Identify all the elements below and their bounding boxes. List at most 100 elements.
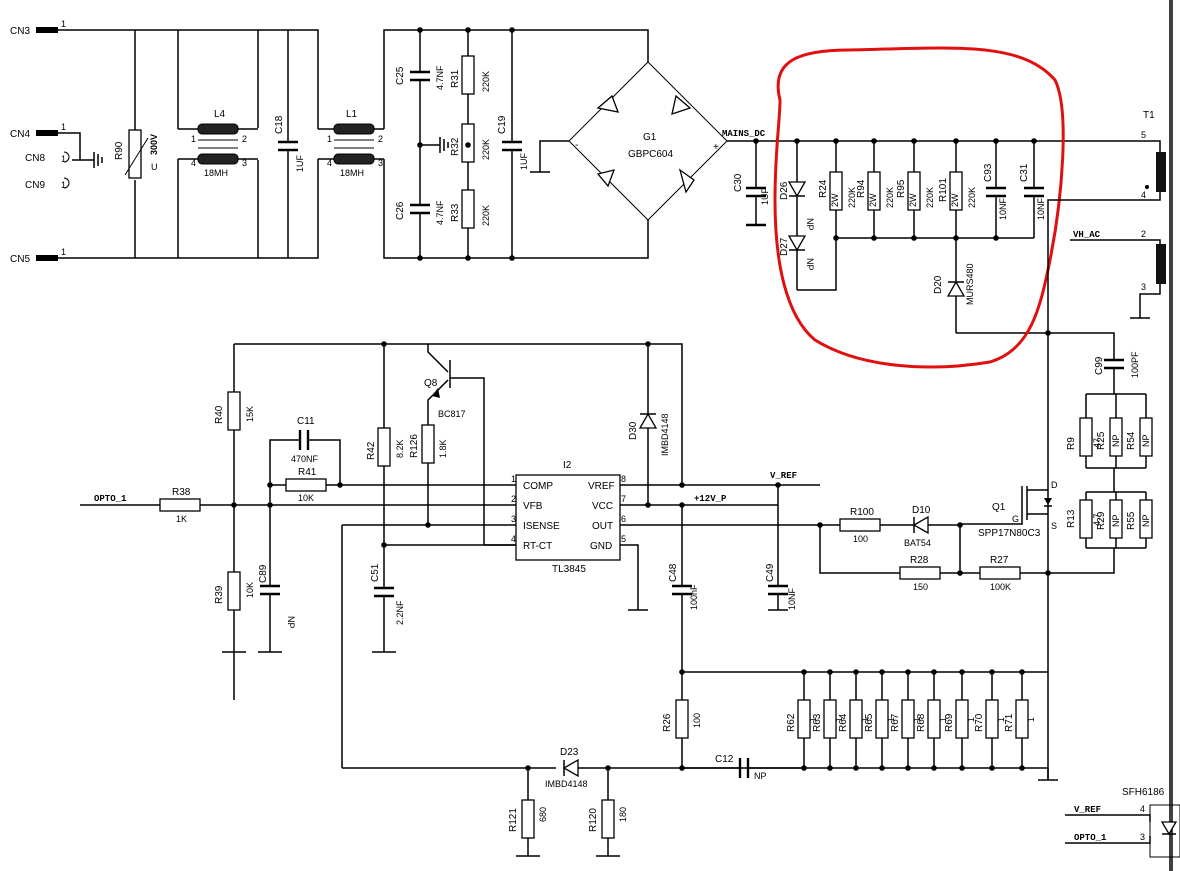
svg-text:G1: G1	[643, 132, 657, 143]
resistor-r29: R29 NP	[1096, 499, 1123, 539]
svg-text:+: +	[713, 142, 719, 153]
svg-text:18MH: 18MH	[340, 168, 364, 178]
svg-text:C26: C26	[395, 201, 406, 220]
capacitor-c18: C18 1UF	[274, 115, 305, 172]
svg-text:R38: R38	[172, 487, 191, 498]
resistor-r13: R13 4.7	[1066, 499, 1102, 539]
bridge-rectifier-g1: G1 GBPC604 - +	[568, 61, 728, 221]
svg-text:D: D	[1051, 480, 1058, 490]
svg-text:1: 1	[808, 717, 818, 722]
svg-text:10NF: 10NF	[1036, 197, 1046, 220]
resistor-r38: R38 1K	[159, 487, 201, 524]
svg-text:220K: 220K	[481, 205, 491, 226]
svg-text:1: 1	[886, 717, 896, 722]
svg-text:4.7NF: 4.7NF	[435, 65, 445, 90]
svg-text:GBPC604: GBPC604	[628, 149, 673, 160]
svg-text:100K: 100K	[990, 582, 1011, 592]
svg-text:5: 5	[621, 534, 626, 544]
net-label-vh-ac: VH_AC	[1073, 230, 1101, 240]
svg-text:1: 1	[966, 717, 976, 722]
svg-text:6: 6	[621, 514, 626, 524]
net-label-opto-1: OPTO_1	[94, 494, 127, 504]
svg-text:1: 1	[511, 474, 516, 484]
capacitor-c11: C11 470NF	[291, 416, 319, 464]
svg-text:4.7: 4.7	[1092, 513, 1102, 526]
svg-text:CN5: CN5	[10, 254, 30, 265]
svg-text:D10: D10	[912, 505, 931, 516]
capacitor-c31: C31 10NF	[1019, 163, 1046, 220]
svg-text:8.2K: 8.2K	[395, 439, 405, 458]
svg-text:2: 2	[242, 134, 247, 144]
svg-text:47: 47	[1092, 438, 1102, 448]
net-label-vref: V_REF	[770, 471, 797, 481]
svg-text:2W: 2W	[950, 193, 960, 207]
svg-text:1: 1	[912, 717, 922, 722]
svg-text:C18: C18	[274, 115, 285, 134]
svg-text:3: 3	[1140, 832, 1145, 842]
optocoupler-sfh6186: SFH6186 4 3 V_REF OPTO_1	[1065, 787, 1180, 858]
svg-text:1UF: 1UF	[519, 152, 529, 170]
resistor-r31: R31 220K	[450, 55, 491, 95]
svg-text:R63: R63	[812, 713, 823, 732]
svg-text:R94: R94	[856, 179, 867, 198]
resistor-r9: R9 47	[1066, 417, 1102, 457]
svg-text:R27: R27	[990, 555, 1009, 566]
svg-text:C19: C19	[497, 115, 508, 134]
svg-text:OUT: OUT	[592, 521, 613, 532]
svg-text:220K: 220K	[925, 187, 935, 208]
diode-d10: D10 BAT54	[904, 505, 931, 548]
svg-text:D27: D27	[779, 237, 790, 256]
capacitor-c19: C19 1UF	[497, 115, 529, 170]
svg-text:R71: R71	[1004, 713, 1015, 732]
svg-text:R9: R9	[1066, 437, 1077, 450]
svg-text:C31: C31	[1019, 163, 1030, 182]
svg-text:1UF: 1UF	[295, 154, 305, 172]
svg-text:7: 7	[621, 494, 626, 504]
svg-text:4: 4	[191, 158, 196, 168]
varistor-r90: R90 300V U	[114, 129, 159, 179]
connector-cn9: CN9 1	[25, 177, 70, 191]
resistor-r42: R42 8.2K	[366, 427, 405, 467]
svg-text:1.8K: 1.8K	[438, 439, 448, 458]
svg-text:R32: R32	[450, 137, 461, 156]
svg-text:C25: C25	[395, 66, 406, 85]
svg-text:1: 1	[938, 717, 948, 722]
svg-text:220K: 220K	[885, 187, 895, 208]
diode-d30: D30 IMBD4148	[628, 412, 670, 456]
svg-text:220K: 220K	[481, 139, 491, 160]
svg-text:R33: R33	[450, 203, 461, 222]
svg-text:TL3845: TL3845	[552, 564, 586, 575]
svg-text:3: 3	[511, 514, 516, 524]
svg-text:3: 3	[242, 158, 247, 168]
transistor-q8: Q8 BC817	[424, 344, 485, 545]
svg-text:680: 680	[538, 807, 548, 822]
svg-text:10K: 10K	[245, 582, 255, 598]
svg-text:Q1: Q1	[992, 502, 1006, 513]
svg-text:R126: R126	[409, 434, 420, 458]
svg-text:CN4: CN4	[10, 129, 30, 140]
resistor-r100: R100 100	[839, 507, 881, 544]
svg-text:C11: C11	[297, 416, 315, 427]
resistor-r39: R39 10K	[214, 571, 255, 611]
diode-d26: D26 NP	[779, 181, 815, 230]
svg-text:NP: NP	[1111, 434, 1121, 447]
svg-text:3: 3	[1141, 282, 1146, 292]
svg-text:R29: R29	[1096, 511, 1107, 530]
svg-text:1: 1	[327, 134, 332, 144]
resistor-r120: R120 180	[588, 799, 628, 839]
connector-cn8: CN8 1	[25, 151, 70, 164]
svg-text:U: U	[151, 162, 158, 172]
svg-text:VCC: VCC	[592, 501, 613, 512]
resistor-r41: R41 10K	[285, 467, 327, 503]
svg-text:2: 2	[1141, 229, 1146, 239]
svg-text:180: 180	[618, 807, 628, 822]
svg-text:NP: NP	[754, 771, 767, 781]
svg-text:220K: 220K	[967, 187, 977, 208]
ground-symbol-center	[420, 137, 449, 153]
svg-text:GND: GND	[590, 541, 612, 552]
svg-text:2W: 2W	[830, 193, 840, 207]
